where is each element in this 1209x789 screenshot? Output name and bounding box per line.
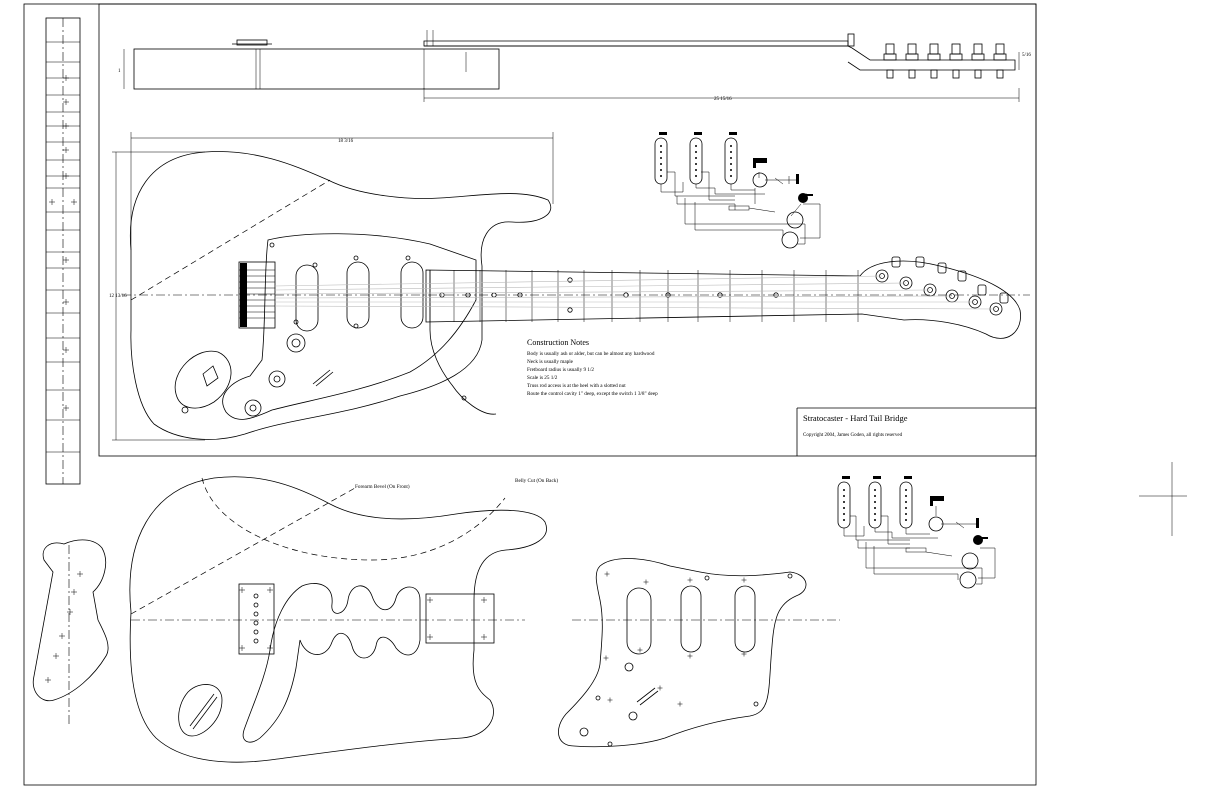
note-line-6: Route the control cavity 1" deep, except… (527, 391, 658, 397)
wiring-diagram-top (654, 132, 821, 249)
note-line-3: Fretboard radius is usually 9 1/2 (527, 367, 594, 373)
copyright-text: Copyright 2004, James Goden, all rights … (803, 433, 903, 438)
body-top-view (129, 151, 552, 440)
note-line-1: Body is usually ash or alder, but can be… (527, 351, 655, 357)
belly-cut-label: Belly Cut (On Back) (515, 477, 558, 484)
pickguard-template (558, 558, 840, 748)
body-length-dim: 18 3/16 (338, 139, 354, 144)
body-width-dim: 12 13/16 (109, 294, 127, 299)
note-line-2: Neck is usually maple (527, 359, 574, 365)
notes-heading: Construction Notes (527, 338, 589, 347)
fretboard-strip (45, 17, 81, 485)
note-line-5: Truss rod access is at the heel with a s… (527, 383, 626, 389)
top-view-frame (98, 3, 1037, 457)
peghead-template (32, 539, 109, 725)
title-block (796, 407, 1036, 456)
neck-side-view (123, 30, 1020, 102)
note-line-4: Scale is 25 1/2 (527, 375, 558, 381)
body-dimensions (112, 132, 554, 441)
body-routing-template (129, 476, 547, 763)
drawing-title: Stratocaster - Hard Tail Bridge (803, 413, 908, 423)
neck-thickness-dim: 1 (118, 69, 121, 74)
neck-length-dim: 25 15/16 (714, 97, 732, 102)
registration-mark (1139, 462, 1187, 536)
neck-top-view (425, 256, 1021, 339)
wiring-diagram-bottom (837, 476, 996, 589)
peghead-step-dim: 5/16 (1022, 53, 1031, 58)
string-lines (274, 275, 997, 310)
forearm-bevel-label: Forearm Bevel (On Front) (355, 483, 410, 490)
